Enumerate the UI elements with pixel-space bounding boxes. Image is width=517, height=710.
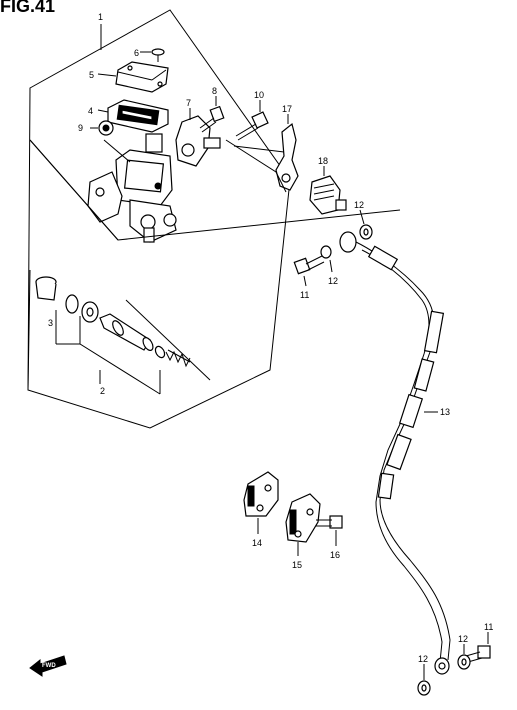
master-cylinder-body (87, 133, 177, 243)
hose-part-13 (339, 231, 451, 675)
plate-part-9 (98, 120, 114, 136)
washer-part-12-c (457, 654, 471, 670)
callout-9: 9 (78, 123, 83, 133)
bolt-part-16 (316, 515, 343, 529)
callout-7: 7 (186, 98, 191, 108)
callout-15: 15 (292, 560, 302, 570)
callout-4: 4 (88, 106, 93, 116)
clamp-part-14 (243, 471, 279, 517)
clamp-part-15 (285, 493, 321, 543)
washer-part-12-d (417, 680, 431, 696)
callout-12-a: 12 (328, 276, 338, 286)
callout-5: 5 (89, 70, 94, 80)
callout-12-d: 12 (418, 654, 428, 664)
piston (99, 313, 166, 359)
callout-1: 1 (98, 12, 103, 22)
spring (165, 349, 191, 368)
bolt-part-10 (235, 111, 269, 141)
screw-part-6 (151, 48, 165, 62)
washer (81, 301, 99, 323)
lever-part-17 (275, 122, 299, 191)
forward-arrow-icon: FWD (29, 655, 67, 677)
callout-12-c: 12 (458, 634, 468, 644)
circlip (65, 294, 79, 314)
figure-title: FIG.41 (0, 0, 56, 16)
banjo-bolt-part-11-upper (293, 255, 325, 275)
callout-2: 2 (100, 386, 105, 396)
callout-3: 3 (48, 318, 53, 328)
callout-6: 6 (134, 48, 139, 58)
bolt-part-8 (199, 105, 225, 133)
washer-part-12-b (359, 224, 373, 240)
clamp-part-7 (175, 115, 221, 167)
callout-12-b: 12 (354, 200, 364, 210)
fwd-label: FWD (42, 663, 56, 669)
banjo-bolt-part-11-lower (465, 645, 491, 663)
callout-11-lower: 11 (484, 622, 493, 632)
callout-13: 13 (440, 407, 450, 417)
switch-part-18 (309, 175, 347, 215)
callout-16: 16 (330, 550, 340, 560)
reservoir-cap-part-5 (115, 61, 169, 93)
boot-part-3 (35, 276, 57, 301)
callout-11-upper: 11 (300, 290, 309, 300)
callout-17: 17 (282, 104, 292, 114)
callout-10: 10 (254, 90, 264, 100)
callout-8: 8 (212, 86, 217, 96)
washer-part-12-a (320, 245, 332, 259)
callout-14: 14 (252, 538, 262, 548)
callout-18: 18 (318, 156, 328, 166)
diaphragm-part-4 (107, 99, 169, 133)
